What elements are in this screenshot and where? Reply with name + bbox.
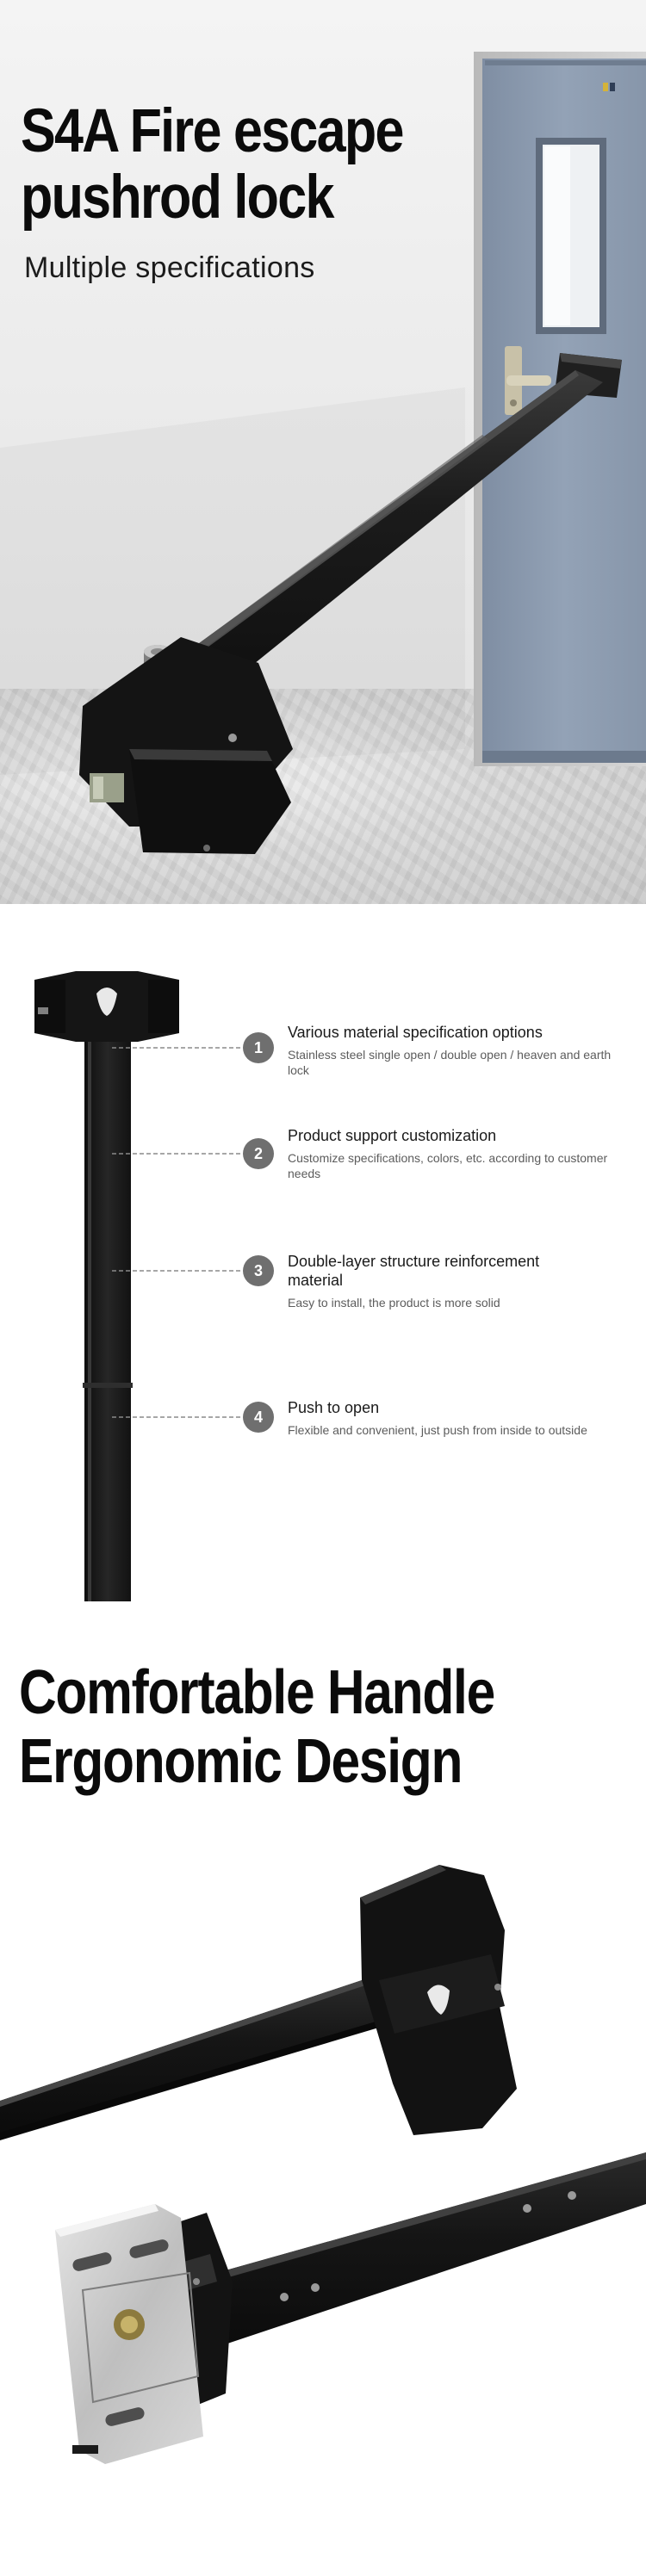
hero-title-line-1: S4A Fire escape: [21, 97, 404, 165]
hero-illustration: [79, 52, 646, 854]
feature-item-2: Product support customization Customize …: [288, 1126, 615, 1181]
hero-title: S4A Fire escape pushrod lock: [21, 98, 436, 231]
handle-title-line-1: Comfortable Handle: [19, 1658, 495, 1727]
feature-description-3: Easy to install, the product is more sol…: [288, 1296, 500, 1310]
handle-section: Comfortable Handle Ergonomic Design: [0, 1601, 646, 2576]
handle-closeup-illustration: [0, 1865, 646, 2464]
features-section: 1 Various material specification options…: [0, 904, 646, 1601]
front-view-diagram: [34, 971, 243, 1601]
feature-badge-4: 4: [243, 1402, 274, 1433]
hero-subtitle: Multiple specifications: [24, 251, 315, 284]
feature-title-1: Various material specification options: [288, 1024, 543, 1041]
feature-title-3: Double-layer structure reinforcement mat…: [288, 1253, 540, 1289]
lower-push-bar: [129, 2152, 646, 2419]
door-handle: [505, 346, 551, 415]
vertical-push-bar: [34, 971, 179, 1601]
hero-title-line-2: pushrod lock: [21, 164, 334, 232]
callout-lines: [112, 1047, 243, 1418]
door: [474, 52, 646, 766]
door-window: [536, 138, 606, 334]
feature-title-2: Product support customization: [288, 1127, 497, 1144]
upper-push-bar: [0, 1865, 517, 2140]
mounting-plate: [55, 2204, 203, 2464]
feature-badge-1: 1: [243, 1032, 274, 1063]
handle-section-title: Comfortable Handle Ergonomic Design: [19, 1658, 598, 1796]
feature-item-1: Various material specification options S…: [288, 1023, 615, 1078]
handle-title-line-2: Ergonomic Design: [19, 1727, 463, 1796]
hero-section: S4A Fire escape pushrod lock Multiple sp…: [0, 0, 646, 904]
feature-description-4: Flexible and convenient, just push from …: [288, 1423, 587, 1437]
feature-description-2: Customize specifications, colors, etc. a…: [288, 1151, 608, 1180]
feature-badge-3: 3: [243, 1255, 274, 1286]
feature-description-1: Stainless steel single open / double ope…: [288, 1048, 612, 1077]
push-bar-product: [79, 353, 622, 854]
feature-badge-2: 2: [243, 1138, 274, 1169]
feature-item-4: Push to open Flexible and convenient, ju…: [288, 1398, 615, 1438]
feature-title-4: Push to open: [288, 1399, 380, 1416]
feature-item-3: Double-layer structure reinforcement mat…: [288, 1252, 546, 1310]
